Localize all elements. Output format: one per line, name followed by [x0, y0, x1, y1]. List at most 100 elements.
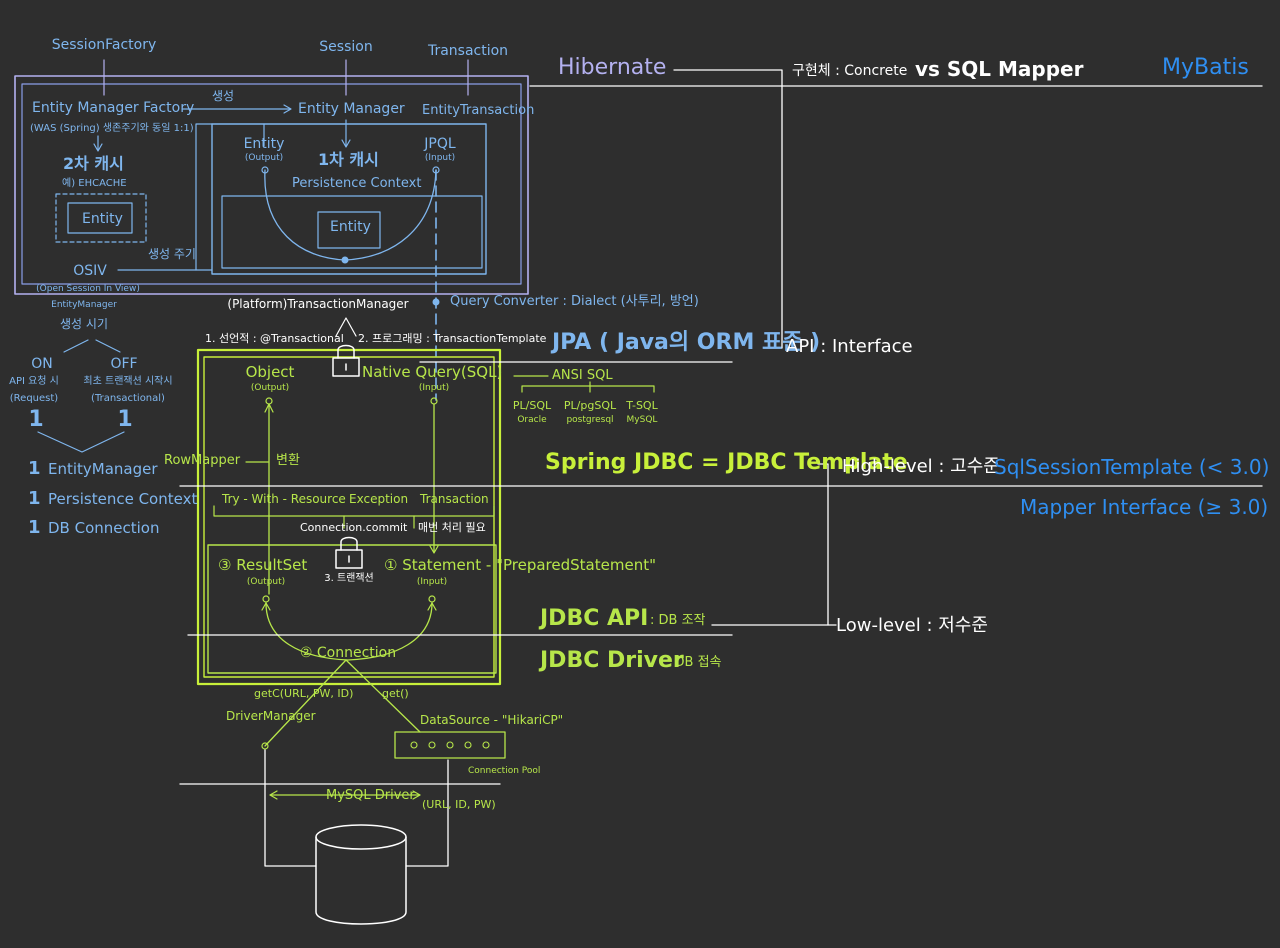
statement-label: ① Statement - "PreparedStatement"	[384, 556, 656, 574]
ehcache-label: 예) EHCACHE	[62, 178, 127, 189]
persistence-context-label: Persistence Context	[292, 176, 422, 191]
connection-commit-label: Connection.commit	[300, 521, 408, 534]
mysql-dialect-label: MySQL	[626, 415, 658, 425]
osiv-on-count: 1	[28, 407, 44, 432]
resultset-output-label: (Output)	[246, 577, 286, 587]
concrete-label: 구현체 : Concrete	[792, 63, 908, 79]
jpql-label: JPQL	[424, 136, 456, 152]
entity-cache-label: Entity	[82, 211, 123, 227]
jdbc-driver-title: JDBC Driver	[540, 648, 684, 673]
osiv-off-label: OFF	[110, 356, 138, 372]
mybatis-title: MyBatis	[1162, 55, 1249, 80]
spring-jdbc-box	[196, 348, 502, 686]
driver-manager-label: DriverManager	[226, 709, 316, 723]
osiv-on-note: API 요청 시	[9, 376, 59, 387]
high-level-label: High-level : 고수준	[842, 456, 1000, 477]
api-interface-label: API : Interface	[786, 336, 913, 357]
transaction-label: Transaction	[427, 43, 509, 59]
emf-lifecycle-note: (WAS (Spring) 생존주기와 동일 1:1)	[30, 123, 194, 134]
entity-output-label: (Output)	[244, 153, 284, 163]
connection-label: ② Connection	[299, 645, 397, 661]
osiv-created-label: 생성 시기	[60, 317, 108, 331]
declarative-transaction-label: 1. 선언적 : @Transactional	[205, 332, 344, 345]
transaction-3-label: 3. 트랜잭션	[324, 573, 374, 584]
datasource-label: DataSource - "HikariCP"	[420, 713, 564, 727]
object-label: Object	[245, 363, 295, 381]
query-converter-label: Query Converter : Dialect (사투리, 방언)	[450, 294, 699, 309]
entity-transaction-label: EntityTransaction	[422, 103, 535, 118]
programmatic-transaction-label: 2. 프로그래밍 : TransactionTemplate	[358, 332, 547, 345]
l2-cache-label: 2차 캐시	[63, 154, 124, 173]
lifecycle-label: 생성 주기	[148, 247, 196, 261]
l1-cache-label: 1차 캐시	[318, 150, 379, 169]
try-with-resource-label: Try - With - Resource	[222, 492, 346, 506]
lock-icon-mid	[335, 536, 363, 569]
l2-cache-box	[55, 193, 147, 243]
convert-label: 변환	[276, 453, 300, 468]
jdbc-api-title: JDBC API	[540, 606, 649, 631]
connection-pool-label: Connection Pool	[468, 766, 541, 776]
osiv-label: OSIV	[73, 263, 107, 279]
list-number-3: 1	[28, 517, 41, 538]
entity-cache-box	[67, 202, 133, 234]
jdbc-api-note: : DB 조작	[650, 613, 706, 628]
low-level-label: Low-level : 저수준	[836, 615, 988, 636]
object-output-label: (Output)	[250, 383, 290, 393]
hibernate-title: Hibernate	[558, 55, 667, 80]
resultset-label: ③ ResultSet	[218, 556, 308, 574]
tsql-label: T-SQL	[626, 399, 658, 412]
plsql-label: PL/SQL	[512, 399, 552, 412]
jpa-title: JPA ( Java의 ORM 표준 )	[552, 330, 821, 355]
native-query-label: Native Query(SQL)	[362, 363, 503, 381]
connection-pool-box	[394, 731, 506, 759]
entity-manager-factory-label: Entity Manager Factory	[32, 100, 195, 116]
oracle-label: Oracle	[517, 415, 547, 425]
osiv-entity-manager-label: EntityManager	[51, 300, 117, 310]
spring-jdbc-title: Spring JDBC = JDBC Template	[545, 450, 908, 475]
entity-label: Entity	[243, 136, 285, 152]
sqlsession-template-label: SqlSessionTemplate (< 3.0)	[994, 455, 1270, 479]
exception-label: Exception	[349, 492, 409, 506]
list-db-connection: DB Connection	[48, 519, 160, 537]
ansi-sql-label: ANSI SQL	[552, 368, 613, 383]
list-persistence-context: Persistence Context	[48, 490, 198, 508]
osiv-note: (Open Session In View)	[36, 284, 140, 294]
entity-manager-label: Entity Manager	[298, 101, 405, 117]
transaction-handling-label: Transaction	[420, 492, 489, 506]
database-area-box	[221, 195, 483, 269]
osiv-off-transactional: (Transactional)	[91, 393, 165, 404]
jpql-input-label: (Input)	[424, 153, 456, 163]
list-entity-manager: EntityManager	[48, 460, 158, 478]
getc-label: getC(URL, PW, ID)	[254, 687, 354, 700]
spring-jdbc-inner-box	[203, 356, 495, 678]
vs-sql-mapper-label: vs SQL Mapper	[915, 57, 1084, 81]
get-label: get()	[382, 687, 409, 700]
postgresql-label: postgresql	[566, 415, 614, 425]
jdbc-driver-note: : DB 접속	[666, 655, 722, 670]
osiv-off-count: 1	[117, 407, 133, 432]
entity-inner-label: Entity	[330, 219, 371, 235]
osiv-on-label: ON	[31, 356, 53, 372]
manual-handling-label: 매번 처리 필요	[418, 521, 486, 534]
url-id-pw-label: (URL, ID, PW)	[422, 798, 496, 811]
create-label: 생성	[212, 89, 235, 103]
persistence-context-box	[211, 123, 487, 275]
mysql-driver-label: MySQL Driver	[326, 788, 415, 803]
hibernate-outer-box	[14, 75, 529, 295]
session-label: Session	[319, 39, 373, 55]
list-number-1: 1	[28, 458, 41, 479]
session-factory-label: SessionFactory	[51, 37, 157, 53]
native-query-input-label: (Input)	[418, 383, 450, 393]
list-number-2: 1	[28, 488, 41, 509]
plpgsql-label: PL/pgSQL	[563, 399, 617, 412]
jdbc-api-box	[207, 544, 497, 674]
lock-icon-top	[332, 344, 360, 377]
transaction-manager-label: (Platform)TransactionManager	[227, 297, 409, 311]
osiv-on-request: (Request)	[9, 393, 59, 404]
statement-input-label: (Input)	[416, 577, 448, 587]
database-icon	[315, 824, 407, 925]
mapper-interface-label: Mapper Interface (≥ 3.0)	[1020, 495, 1269, 519]
hibernate-inner-box	[21, 83, 522, 285]
rowmapper-label: RowMapper	[164, 453, 241, 468]
